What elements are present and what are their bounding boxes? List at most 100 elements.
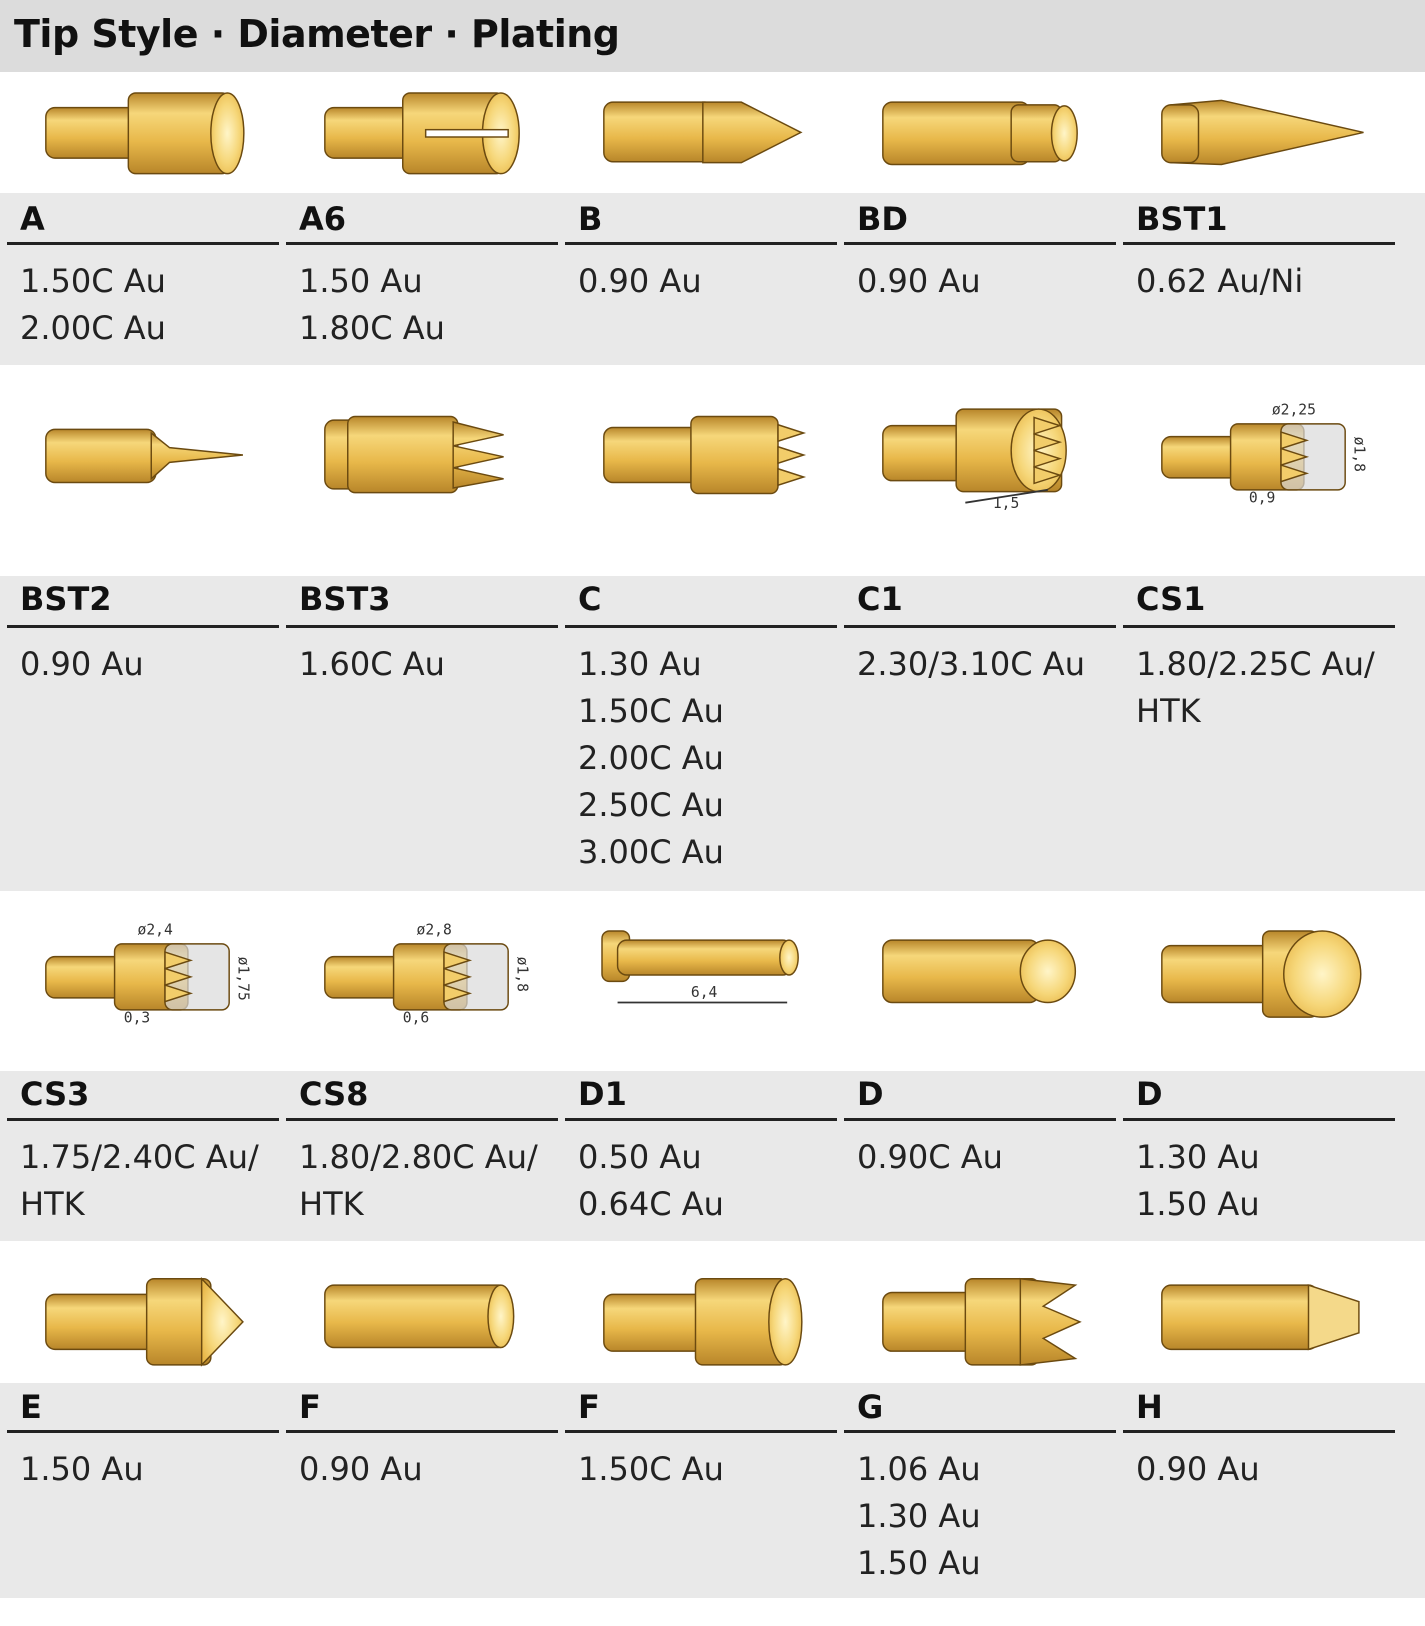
divider-rule: [844, 1430, 1116, 1433]
tip-g-icon: [844, 1265, 1116, 1375]
svg-text:ø1,8: ø1,8: [1350, 437, 1367, 472]
spec-line: 1.50 Au: [857, 1544, 981, 1582]
spec-list: 0.90 Au: [857, 258, 981, 305]
row-2-band: [0, 576, 1425, 891]
spec-list: 1.80/2.25C Au/HTK: [1136, 641, 1375, 735]
divider-rule: [286, 242, 558, 245]
divider-rule: [7, 242, 279, 245]
spec-list: 1.50C Au: [578, 1446, 724, 1493]
tip-code-d: D: [857, 1075, 884, 1113]
spec-line: 0.90 Au: [299, 1450, 423, 1488]
tip-code-cs3: CS3: [20, 1075, 90, 1113]
tip-code-bd: BD: [857, 200, 908, 238]
divider-rule: [844, 242, 1116, 245]
tip-bst2-icon: [7, 400, 279, 510]
tip-code-h: H: [1136, 1388, 1163, 1426]
tip-f-icon: [286, 1265, 558, 1375]
spec-line: 0.90 Au: [578, 262, 702, 300]
svg-text:1,5: 1,5: [993, 495, 1019, 510]
svg-text:ø1,75: ø1,75: [234, 957, 251, 1001]
divider-rule: [844, 1118, 1116, 1121]
spec-line: 0.90 Au: [857, 262, 981, 300]
spec-line: 0.90 Au: [1136, 1450, 1260, 1488]
svg-text:ø2,4: ø2,4: [138, 922, 173, 939]
tip-code-f: F: [578, 1388, 600, 1426]
spec-line: 0.90 Au: [20, 645, 144, 683]
spec-line: 1.80/2.80C Au/: [299, 1138, 538, 1176]
spec-list: 0.90 Au: [299, 1446, 423, 1493]
spec-list: 1.50 Au: [20, 1446, 144, 1493]
divider-rule: [7, 625, 279, 628]
tip-a-icon: [7, 82, 279, 192]
spec-line: 1.30 Au: [578, 645, 702, 683]
tip-b-icon: [565, 82, 837, 192]
tip-f-large-icon: [565, 1265, 837, 1375]
divider-rule: [1123, 625, 1395, 628]
tip-code-d: D: [1136, 1075, 1163, 1113]
divider-rule: [565, 625, 837, 628]
spec-line: 1.50C Au: [20, 262, 166, 300]
tip-code-bst2: BST2: [20, 580, 112, 618]
spec-line: 1.80/2.25C Au/: [1136, 645, 1375, 683]
spec-list: 1.06 Au 1.30 Au 1.50 Au: [857, 1446, 981, 1587]
spec-list: 2.30/3.10C Au: [857, 641, 1085, 688]
svg-text:0,6: 0,6: [403, 1010, 429, 1027]
divider-rule: [286, 625, 558, 628]
tip-code-bst1: BST1: [1136, 200, 1228, 238]
spec-line: 1.30 Au: [1136, 1138, 1260, 1176]
svg-text:ø2,25: ø2,25: [1272, 402, 1316, 419]
svg-text:0,3: 0,3: [124, 1010, 150, 1027]
spec-line: 1.50 Au: [1136, 1185, 1260, 1223]
tip-c-icon: [565, 400, 837, 510]
tip-e-icon: [7, 1265, 279, 1375]
spec-line: 0.50 Au: [578, 1138, 702, 1176]
spec-line: 3.00C Au: [578, 833, 724, 871]
svg-text:ø1,8: ø1,8: [513, 957, 530, 992]
spec-line: 1.06 Au: [857, 1450, 981, 1488]
spec-line: 1.50 Au: [20, 1450, 144, 1488]
tip-code-cs1: CS1: [1136, 580, 1206, 618]
tip-bst3-icon: [286, 400, 558, 510]
spec-list: 1.60C Au: [299, 641, 445, 688]
divider-rule: [565, 242, 837, 245]
tip-c1-icon: 1,5: [844, 400, 1116, 512]
spec-line: 0.90C Au: [857, 1138, 1003, 1176]
spec-line: 0.62 Au/Ni: [1136, 262, 1304, 300]
spec-list: 0.62 Au/Ni: [1136, 258, 1303, 305]
tip-bst1-icon: [1123, 82, 1395, 192]
spec-list: 0.90 Au: [578, 258, 702, 305]
divider-rule: [7, 1118, 279, 1121]
divider-rule: [565, 1118, 837, 1121]
spec-line: 1.80C Au: [299, 309, 445, 347]
spec-line: 1.30 Au: [857, 1497, 981, 1535]
svg-text:6,4: 6,4: [691, 984, 718, 1001]
spec-line: 2.00C Au: [20, 309, 166, 347]
spec-list: 0.90 Au: [20, 641, 144, 688]
tip-h-icon: [1123, 1265, 1395, 1375]
tip-code-d1: D1: [578, 1075, 627, 1113]
spec-list: 1.75/2.40C Au/HTK: [20, 1134, 259, 1228]
divider-rule: [286, 1118, 558, 1121]
divider-rule: [844, 625, 1116, 628]
divider-rule: [1123, 1430, 1395, 1433]
tip-bd-icon: [844, 82, 1116, 192]
spec-line: 1.60C Au: [299, 645, 445, 683]
row-1-band: [0, 193, 1425, 365]
svg-text:0,9: 0,9: [1249, 490, 1275, 507]
spec-line: HTK: [1136, 692, 1201, 730]
spec-list: 0.90 Au: [1136, 1446, 1260, 1493]
divider-rule: [286, 1430, 558, 1433]
spec-line: 2.30/3.10C Au: [857, 645, 1085, 683]
divider-rule: [1123, 242, 1395, 245]
spec-line: 2.50C Au: [578, 786, 724, 824]
tip-code-a6: A6: [299, 200, 347, 238]
tip-d1-icon: 6,4: [565, 920, 837, 1030]
tip-code-g: G: [857, 1388, 884, 1426]
tip-code-e: E: [20, 1388, 42, 1426]
tip-a6-icon: [286, 82, 558, 192]
svg-text:ø2,8: ø2,8: [417, 922, 452, 939]
catalog-header: Tip Style · Diameter · Plating: [0, 0, 1425, 72]
